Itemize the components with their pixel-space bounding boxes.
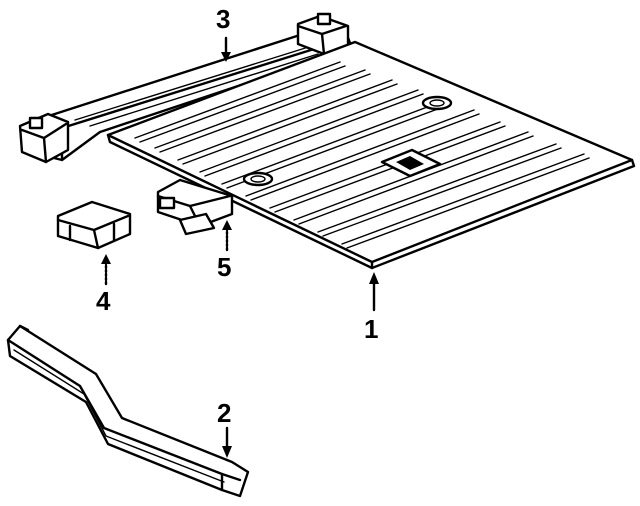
- part-3-rear-crossmember: [18, 12, 354, 164]
- part-5-bracket: [156, 178, 234, 236]
- callout-3: 3: [216, 4, 230, 34]
- leader-lines: [101, 36, 379, 458]
- callout-1: 1: [364, 314, 378, 344]
- callout-4: 4: [96, 286, 111, 316]
- part-2-front-crossmember: [6, 324, 250, 498]
- part-4-clip-bracket: [56, 200, 132, 250]
- callout-2: 2: [217, 398, 231, 428]
- callout-5: 5: [217, 252, 231, 282]
- part-1-floor-panel: [106, 40, 636, 270]
